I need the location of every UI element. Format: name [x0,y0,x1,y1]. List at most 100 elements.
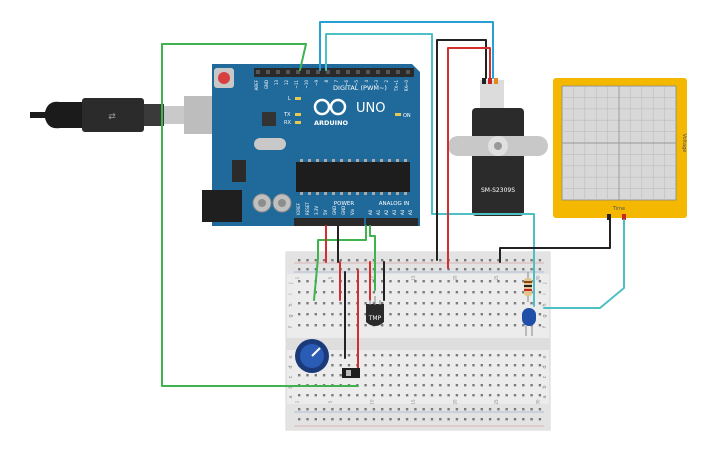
power-label: POWER [334,201,355,207]
column-number: 15 [411,399,416,405]
column-number: 5 [328,276,333,279]
row-letter: g [288,314,294,317]
digital-pin-label: 8 [324,80,329,83]
wire-black-servo[interactable] [436,39,487,261]
digital-pin-label: 12 [284,80,289,86]
analog-pin-label: A4 [400,209,405,215]
digital-pin-label: ~6 [344,80,349,86]
digital-pin-label: ~11 [294,80,299,89]
usb-cable[interactable]: ⇄ [30,98,184,132]
arduino-logo: ARDUINO [313,98,349,127]
digital-pin[interactable] [276,70,280,74]
crystal [254,138,286,150]
row-letter: b [542,385,548,388]
digital-pin-label: ~3 [374,80,379,86]
voltage-regulator [232,160,246,182]
row-letter: a [288,395,294,398]
resistor[interactable] [524,272,532,302]
wire-green-sensor[interactable] [369,225,376,291]
digital-pin[interactable] [326,70,330,74]
column-number: 20 [453,399,458,405]
wire-black-scope[interactable] [499,219,611,263]
digital-pin[interactable] [366,70,370,74]
oscilloscope[interactable]: Voltage Time [553,78,687,220]
blue-led[interactable] [522,308,536,336]
led-l-label: L [288,96,291,102]
row-letter: g [542,314,548,317]
digital-pin[interactable] [286,70,290,74]
wire-cyan-scope[interactable] [543,219,625,309]
wire-red-servo[interactable] [447,47,491,269]
logo-text: ARDUINO [314,119,349,127]
temperature-sensor[interactable]: TMP [366,296,384,326]
power-pin-label: 5V [323,209,328,215]
power-pin-label: IOREF [296,202,301,215]
scope-probe-pos[interactable] [622,214,626,220]
row-letter: j [542,282,548,284]
digital-pin-label: GND [264,80,269,89]
analog-pin-label: A0 [368,209,373,215]
usb-chip [262,112,276,126]
row-letter: d [288,365,294,368]
wire-green-pot[interactable] [313,225,367,301]
power-header [294,218,364,226]
scope-y-label: Voltage [681,134,687,153]
servo-motor[interactable]: SM-S2309S [448,78,548,216]
servo-connector [480,80,504,108]
analog-pin-label: A3 [392,209,397,215]
servo-body [472,108,524,216]
potentiometer[interactable] [295,339,329,373]
row-letter: e [288,355,294,358]
wire-cyan-led[interactable] [325,33,535,307]
led-rx-label: RX [284,120,291,126]
row-letter: i [288,293,294,294]
digital-header [254,68,414,77]
column-number: 30 [536,399,541,405]
digital-pin-label: ~9 [314,80,319,86]
column-number: 10 [370,275,375,281]
led-l [295,97,301,100]
row-letter: a [542,395,548,398]
wire-blue-signal[interactable] [319,21,494,79]
row-letter: d [542,365,548,368]
digital-pin[interactable] [306,70,310,74]
digital-pin[interactable] [266,70,270,74]
digital-pin[interactable] [336,70,340,74]
column-number: 20 [453,275,458,281]
digital-pin-label: RX←0 [404,80,409,92]
slide-switch[interactable] [342,368,360,378]
digital-pin-label: TX→1 [394,80,399,93]
digital-pin-label: 4 [364,80,369,83]
digital-pin[interactable] [256,70,260,74]
digital-pin[interactable] [376,70,380,74]
power-pin-label: GND [341,206,346,215]
usb-port [184,96,212,134]
digital-pin[interactable] [346,70,350,74]
digital-pin[interactable] [296,70,300,74]
digital-pin-label: AREF [254,79,259,90]
digital-pin[interactable] [406,70,410,74]
analog-pin-label: A1 [376,209,381,215]
column-number: 25 [494,399,499,405]
row-letter: j [288,282,294,284]
power-pin-label: 3.3V [314,206,319,215]
digital-pin[interactable] [356,70,360,74]
wire-green-long[interactable] [161,43,359,387]
sensor-label: TMP [368,315,382,322]
column-number: 25 [494,275,499,281]
row-letter: h [288,303,294,306]
digital-label: DIGITAL (PWM~) [333,84,387,92]
scope-x-label: Time [612,206,625,212]
column-number: 10 [370,399,375,405]
digital-pin[interactable] [386,70,390,74]
column-number: 1 [295,400,300,403]
row-letter: i [542,293,548,294]
digital-pin[interactable] [316,70,320,74]
digital-pin[interactable] [396,70,400,74]
analog-label: ANALOG IN [379,201,410,207]
scope-probe-neg[interactable] [607,214,611,220]
led-tx-label: TX [283,112,291,118]
